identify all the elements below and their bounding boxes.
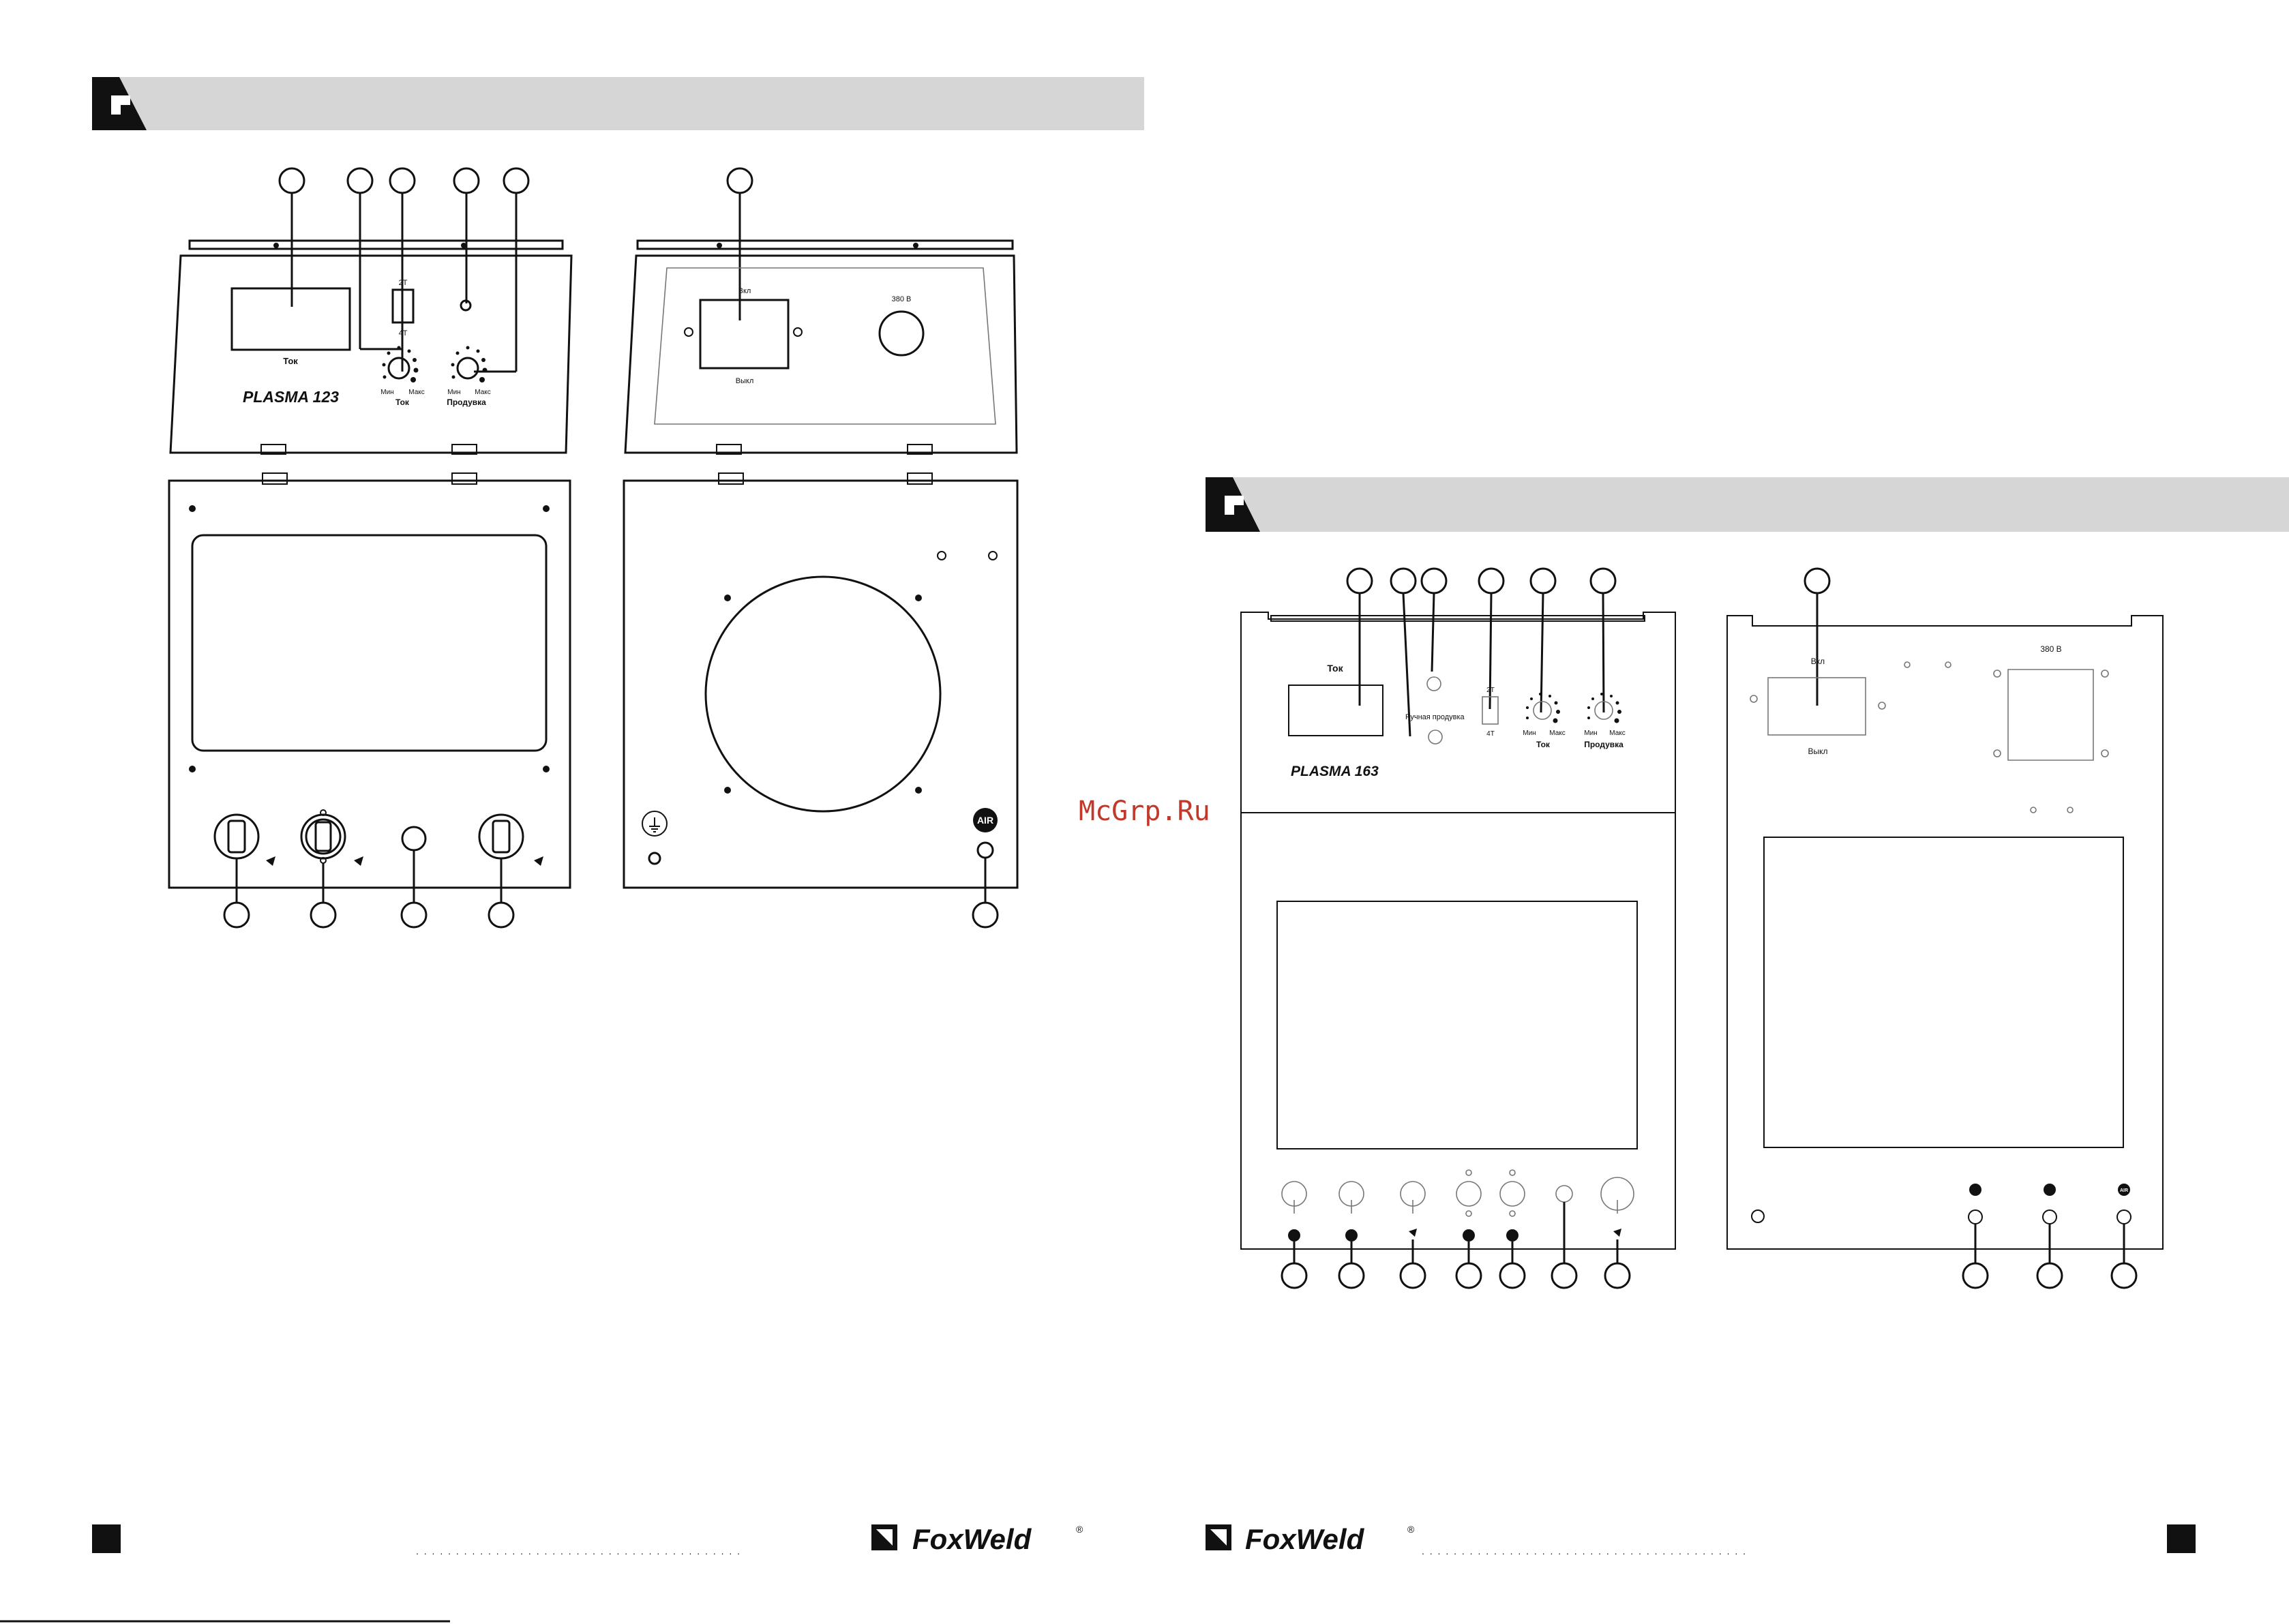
- plasma163-switch-on: Вкл: [1811, 657, 1825, 666]
- plasma163-mode-4t: 4T: [1486, 730, 1495, 738]
- plasma123-front-body: [168, 472, 571, 889]
- callouts-plasma163-rear-top: [1804, 567, 1831, 706]
- plasma163-display-label: Ток: [1327, 663, 1343, 674]
- left-footer-brand: FoxWeld: [912, 1523, 1032, 1555]
- plasma163-current-min: Мин: [1523, 730, 1536, 737]
- right-section-header: [1206, 477, 2289, 532]
- plasma163-manual-purge: Ручная продувка: [1405, 713, 1465, 721]
- plasma123-switch-on: Вкл: [738, 287, 751, 295]
- callouts-plasma163-front-top: [1346, 567, 1617, 737]
- callouts-plasma123-rear-top: [726, 167, 753, 320]
- callouts-plasma123-rear-bottom: [972, 858, 999, 929]
- left-footer-brand-mark: ®: [1076, 1524, 1083, 1535]
- plasma123-current-title: Ток: [395, 397, 410, 407]
- plasma163-purge-title: Продувка: [1584, 740, 1624, 749]
- right-footer-leaders: . . . . . . . . . . . . . . . . . . . . …: [1422, 1546, 1747, 1557]
- plasma123-rear-body: [623, 472, 1019, 889]
- plasma163-purge-min: Мин: [1584, 730, 1597, 737]
- plasma163-switch-off: Выкл: [1808, 747, 1827, 756]
- plasma123-rear-top-panel: [624, 239, 1018, 455]
- plasma163-mode-2t: 2T: [1486, 687, 1495, 694]
- plasma123-current-min: Мин: [380, 389, 393, 396]
- left-footer: [92, 1524, 121, 1553]
- plasma163-voltage: 380 В: [2040, 644, 2061, 654]
- right-footer-brand-mark: ®: [1407, 1524, 1415, 1535]
- plasma163-current-title: Ток: [1536, 740, 1551, 749]
- right-footer-logo: [1206, 1524, 1231, 1550]
- plasma163-purge-max: Макс: [1609, 730, 1626, 737]
- left-section-header: [92, 77, 1144, 130]
- right-footer-brand: FoxWeld: [1245, 1523, 1365, 1555]
- plasma123-purge-title: Продувка: [447, 397, 486, 407]
- plasma123-display-label: Ток: [283, 356, 298, 366]
- plasma123-voltage: 380 В: [892, 295, 912, 303]
- plasma123-front-top-panel: [169, 239, 573, 455]
- left-footer-leaders: . . . . . . . . . . . . . . . . . . . . …: [416, 1546, 741, 1557]
- plasma163-model-name: PLASMA 163: [1291, 764, 1379, 779]
- plasma123-purge-min: Мин: [447, 389, 460, 396]
- plasma163-current-max: Макс: [1549, 730, 1566, 737]
- callouts-plasma123-front-bottom: [223, 850, 515, 929]
- plasma163-air-badge: AIR: [2120, 1188, 2128, 1193]
- callouts-plasma163-front-bottom: [1281, 1202, 1631, 1289]
- plasma163-rear-panel: [1726, 615, 2164, 1250]
- plasma123-air-badge: AIR: [977, 815, 993, 826]
- left-footer-logo: [871, 1524, 897, 1550]
- right-footer: [2167, 1524, 2196, 1553]
- callouts-plasma123-front-top: [278, 167, 530, 373]
- plasma123-current-max: Макс: [408, 389, 425, 396]
- plasma123-switch-off: Выкл: [736, 377, 754, 385]
- callouts-plasma163-rear-bottom: [1962, 1224, 2138, 1289]
- plasma123-mode-4t: 4T: [399, 329, 408, 337]
- watermark: McGrp.Ru: [1079, 796, 1210, 827]
- plasma123-purge-max: Макс: [475, 389, 491, 396]
- plasma163-front-panel: [1240, 612, 1676, 1250]
- plasma123-mode-2t: 2T: [399, 279, 408, 287]
- plasma123-model-name: PLASMA 123: [243, 388, 339, 406]
